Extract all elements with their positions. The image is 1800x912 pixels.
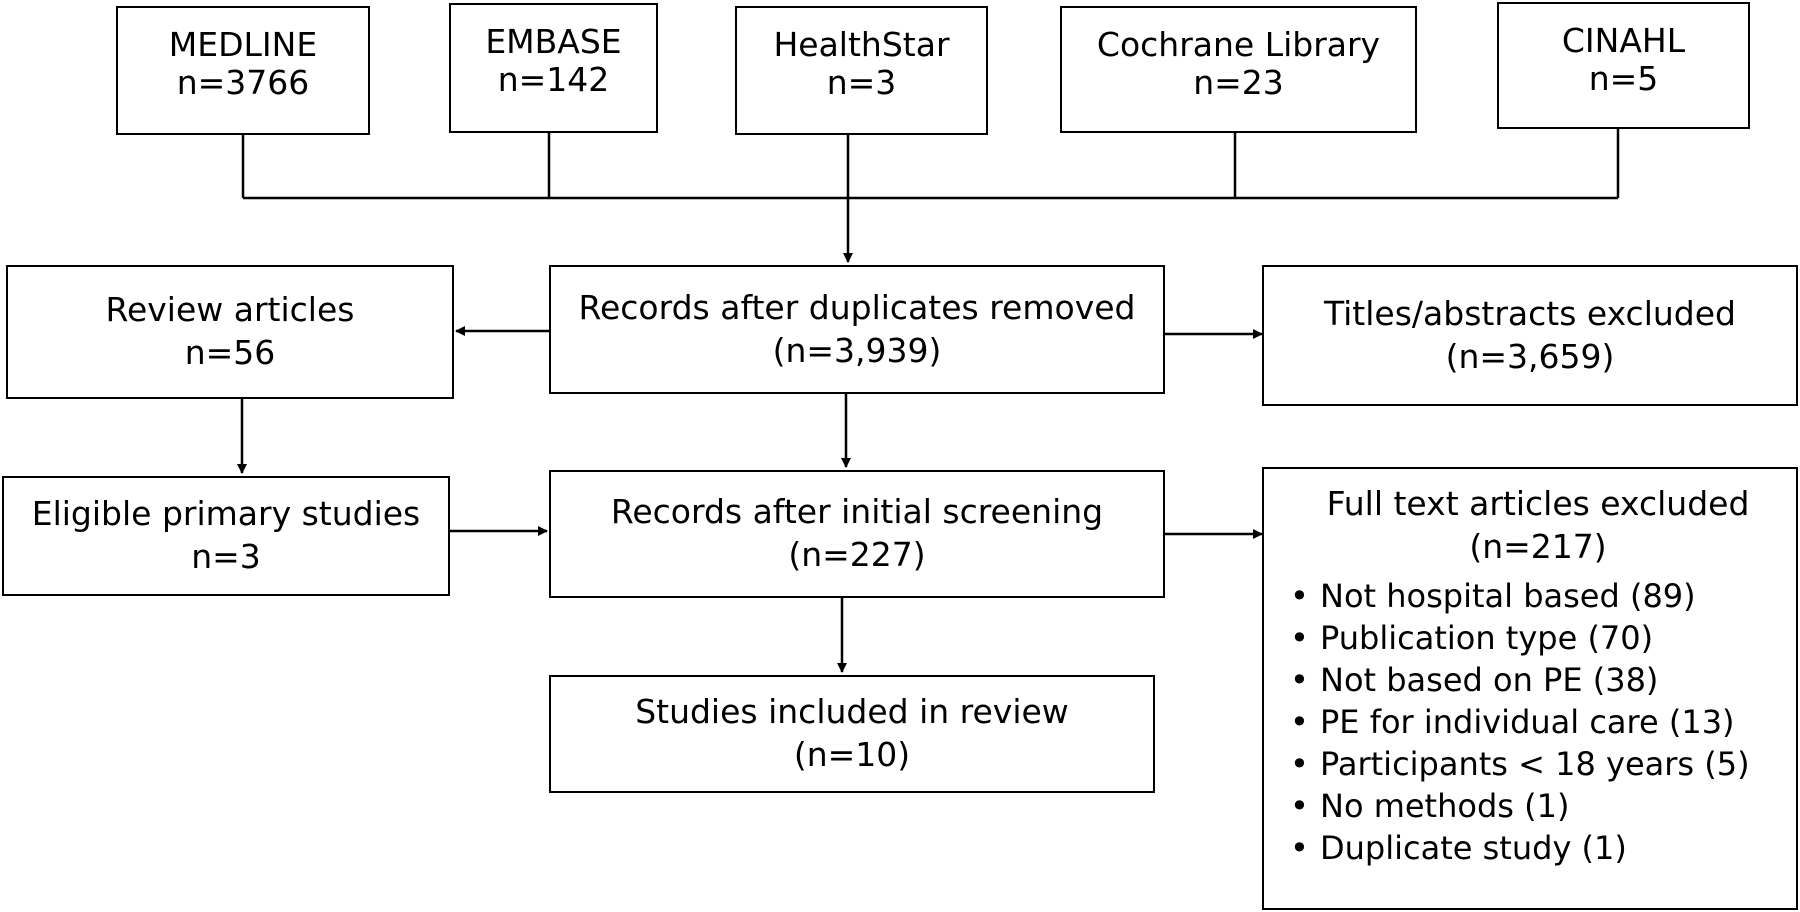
review-articles-box: Review articles n=56 xyxy=(6,265,454,399)
source-count: n=142 xyxy=(497,59,610,99)
box-count: n=3 xyxy=(191,537,261,576)
box-count: (n=3,939) xyxy=(772,330,942,370)
box-title: Records after initial screening xyxy=(610,492,1104,532)
exclusion-reason: Duplicate study (1) xyxy=(1290,827,1750,869)
box-title: Review articles xyxy=(105,290,355,330)
box-count: (n=227) xyxy=(788,535,926,574)
box-title: Studies included in review xyxy=(635,692,1069,732)
box-title: Records after duplicates removed xyxy=(578,287,1136,327)
records-after-duplicates-box: Records after duplicates removed (n=3,93… xyxy=(549,265,1165,394)
exclusion-reason: Publication type (70) xyxy=(1290,617,1750,659)
exclusion-reason: Not hospital based (89) xyxy=(1290,575,1750,617)
exclusion-reasons-list: Not hospital based (89) Publication type… xyxy=(1290,575,1750,869)
studies-included-box: Studies included in review (n=10) xyxy=(549,675,1155,793)
box-title: Full text articles excluded xyxy=(1326,484,1750,523)
box-count: (n=217) xyxy=(1469,526,1607,566)
source-name: HealthStar xyxy=(773,25,950,64)
box-count: n=56 xyxy=(184,333,276,372)
source-embase: EMBASE n=142 xyxy=(449,3,658,133)
exclusion-reason: No methods (1) xyxy=(1290,785,1750,827)
fulltext-articles-excluded-box: Full text articles excluded (n=217) Not … xyxy=(1262,467,1798,910)
source-cinahl: CINAHL n=5 xyxy=(1497,2,1750,129)
source-count: n=5 xyxy=(1588,58,1659,98)
source-name: Cochrane Library xyxy=(1096,25,1381,64)
box-count: (n=10) xyxy=(793,735,911,774)
source-count: n=3766 xyxy=(176,62,310,102)
source-name: CINAHL xyxy=(1561,21,1686,60)
source-healthstar: HealthStar n=3 xyxy=(735,6,988,135)
source-medline: MEDLINE n=3766 xyxy=(116,6,370,135)
source-count: n=23 xyxy=(1193,62,1284,102)
box-title: Titles/abstracts excluded xyxy=(1324,293,1736,333)
box-count: (n=3,659) xyxy=(1445,336,1615,376)
exclusion-reason: PE for individual care (13) xyxy=(1290,701,1750,743)
exclusion-reason: Not based on PE (38) xyxy=(1290,659,1750,701)
exclusion-reason: Participants < 18 years (5) xyxy=(1290,743,1750,785)
box-title: Eligible primary studies xyxy=(31,494,421,534)
source-name: MEDLINE xyxy=(168,25,318,64)
source-name: EMBASE xyxy=(485,22,622,61)
source-count: n=3 xyxy=(826,62,897,102)
source-cochrane: Cochrane Library n=23 xyxy=(1060,6,1417,133)
eligible-primary-studies-box: Eligible primary studies n=3 xyxy=(2,476,450,596)
records-after-screening-box: Records after initial screening (n=227) xyxy=(549,470,1165,598)
titles-abstracts-excluded-box: Titles/abstracts excluded (n=3,659) xyxy=(1262,265,1798,406)
